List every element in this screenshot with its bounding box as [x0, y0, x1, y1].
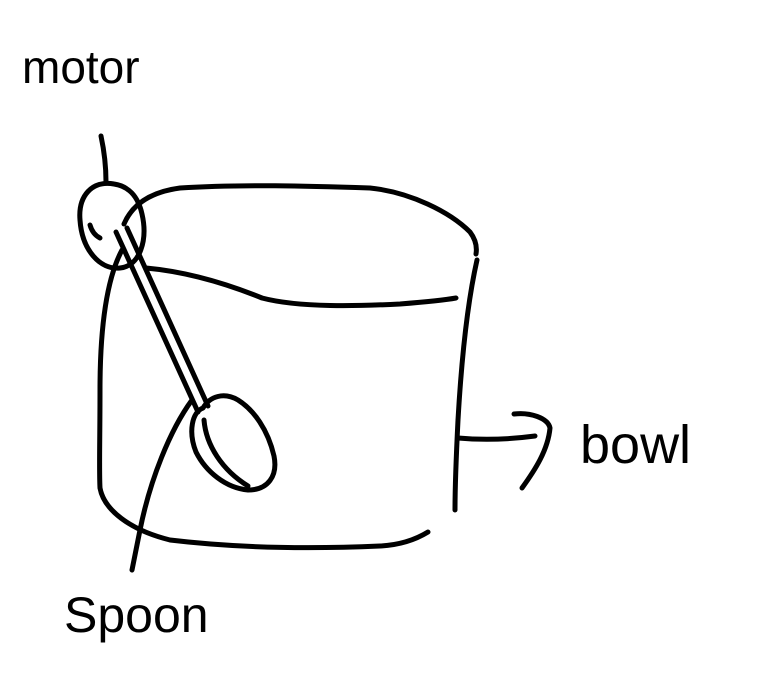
spoon-head-inner	[201, 417, 251, 489]
spoon-handle	[113, 229, 201, 415]
bowl-arrow-line	[455, 433, 538, 442]
spoon-handle-edge	[124, 225, 211, 409]
motor-leader-line	[98, 133, 109, 185]
bowl-rim	[121, 183, 479, 257]
bowl-right-wall	[452, 257, 480, 513]
motor-inner-tick	[87, 222, 103, 241]
bowl-front-rim	[143, 265, 459, 309]
motor-label: motor	[22, 41, 140, 93]
spoon-label: Spoon	[64, 587, 209, 643]
bowl-label: bowl	[580, 415, 692, 475]
bowl-left-wall	[97, 247, 431, 551]
spoon-head	[189, 393, 278, 493]
bowl-arrow-head	[511, 411, 553, 491]
spoon-leader-line	[129, 397, 195, 573]
